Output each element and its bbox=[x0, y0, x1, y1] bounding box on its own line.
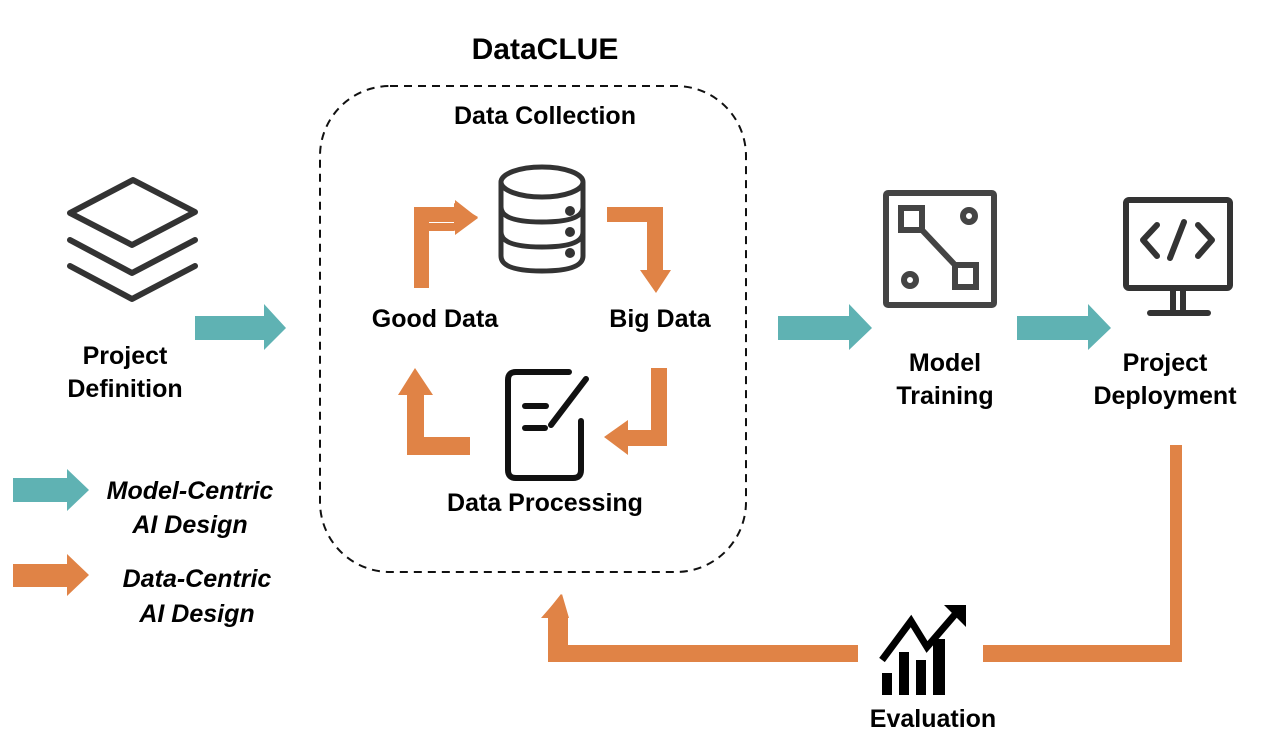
legend-model-centric-line2: AI Design bbox=[132, 511, 248, 539]
model-training-line2: Training bbox=[896, 382, 994, 410]
legend-arrow-data-centric bbox=[13, 554, 89, 596]
arrow-processing-to-good bbox=[398, 368, 470, 455]
network-nodes-icon bbox=[883, 190, 997, 308]
arrow-collection-to-big bbox=[607, 207, 671, 293]
arrow-definition-to-collection bbox=[195, 304, 286, 350]
legend-model-centric-line1: Model-Centric bbox=[106, 477, 274, 505]
database-icon bbox=[498, 164, 586, 274]
legend-data-centric-line1: Data-Centric bbox=[122, 565, 272, 593]
legend-arrow-model-centric bbox=[13, 469, 89, 511]
document-edit-icon bbox=[505, 369, 589, 481]
arrow-good-to-collection bbox=[414, 200, 478, 288]
legend-data-centric-line2: AI Design bbox=[139, 600, 255, 628]
diagram-title: DataCLUE bbox=[471, 33, 619, 66]
arrow-evaluation-to-collection bbox=[541, 594, 858, 662]
dataclue-boundary bbox=[319, 85, 747, 573]
arrow-collection-to-training bbox=[778, 304, 872, 350]
arrow-big-to-processing bbox=[604, 368, 667, 455]
layers-icon bbox=[67, 177, 198, 302]
model-training-line1: Model bbox=[908, 349, 982, 377]
data-collection-label: Data Collection bbox=[454, 102, 636, 130]
project-deployment-line2: Deployment bbox=[1093, 382, 1237, 410]
arrow-training-to-deployment bbox=[1017, 304, 1111, 350]
evaluation-label: Evaluation bbox=[869, 705, 997, 733]
good-data-label: Good Data bbox=[371, 305, 499, 333]
data-processing-label: Data Processing bbox=[447, 489, 643, 517]
big-data-label: Big Data bbox=[609, 305, 711, 333]
monitor-code-icon bbox=[1123, 197, 1233, 316]
chart-growth-icon bbox=[879, 605, 966, 695]
project-deployment-line1: Project bbox=[1122, 349, 1208, 377]
project-definition-line1: Project bbox=[82, 342, 168, 370]
project-definition-line2: Definition bbox=[67, 375, 183, 403]
arrow-deployment-to-evaluation bbox=[983, 445, 1182, 662]
